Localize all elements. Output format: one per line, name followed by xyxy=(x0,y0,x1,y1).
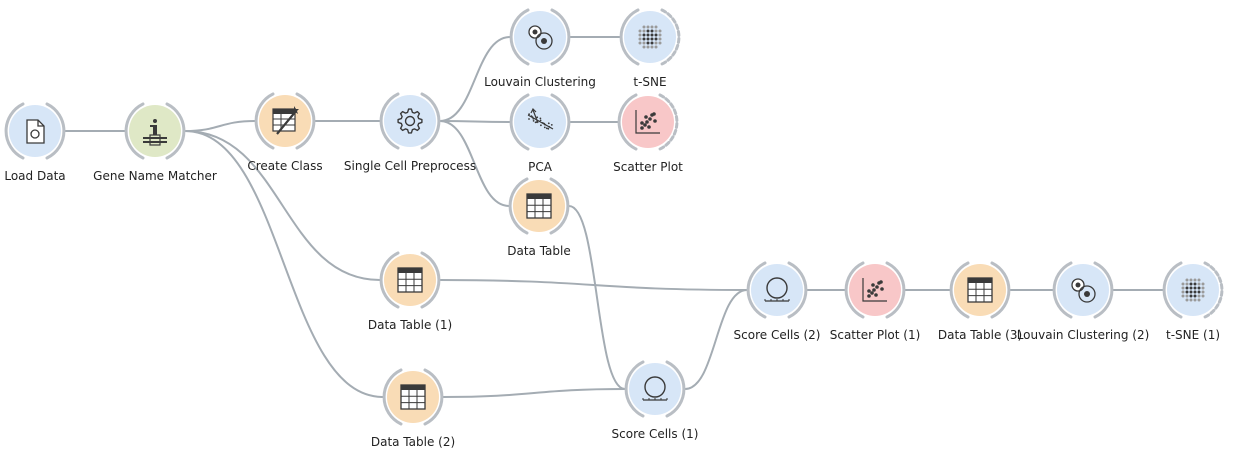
node-label: Gene Name Matcher xyxy=(93,169,217,183)
input-anchor[interactable] xyxy=(509,8,530,66)
output-anchor[interactable] xyxy=(549,177,570,235)
table-icon xyxy=(400,384,426,410)
node-label: t-SNE (1) xyxy=(1165,328,1221,342)
input-anchor[interactable] xyxy=(509,93,530,151)
create-class-icon xyxy=(272,106,299,135)
link-score_cells_1-to-score_cells_2[interactable] xyxy=(684,289,748,390)
tsne-icon xyxy=(1181,278,1205,302)
nodes-layer xyxy=(4,7,1224,427)
node-label: Single Cell Preprocess xyxy=(343,159,477,173)
input-anchor[interactable] xyxy=(508,177,529,235)
node-label: Scatter Plot xyxy=(613,160,683,174)
output-anchor[interactable] xyxy=(1203,261,1224,319)
node-label: Data Table (2) xyxy=(370,435,456,449)
output-anchor[interactable] xyxy=(787,261,808,319)
input-anchor[interactable] xyxy=(124,102,145,160)
input-anchor[interactable] xyxy=(1052,261,1073,319)
node-scatter-plot-1[interactable] xyxy=(844,260,906,320)
node-label: Data Table (1) xyxy=(367,318,453,332)
tsne-icon xyxy=(638,25,662,49)
cluster-icon xyxy=(1071,278,1096,303)
link-data_table-to-score_cells_1[interactable] xyxy=(568,205,626,390)
output-anchor[interactable] xyxy=(665,360,686,418)
output-anchor[interactable] xyxy=(423,368,444,426)
link-data_table_2-to-score_cells_1[interactable] xyxy=(442,388,626,398)
node-gene-name-matcher[interactable] xyxy=(124,101,186,161)
node-label: Louvain Clustering (2) xyxy=(1016,328,1150,342)
output-anchor[interactable] xyxy=(420,92,441,150)
scatter-icon xyxy=(862,278,887,302)
node-score-cells-1[interactable] xyxy=(624,359,686,419)
node-data-table-3[interactable] xyxy=(949,260,1011,320)
node-create-class[interactable] xyxy=(254,91,316,151)
input-anchor[interactable] xyxy=(844,261,865,319)
input-anchor[interactable] xyxy=(1162,261,1183,319)
node-label: Score Cells (2) xyxy=(733,328,821,342)
links-layer xyxy=(65,35,1163,398)
input-anchor[interactable] xyxy=(619,8,640,66)
output-anchor[interactable] xyxy=(660,8,681,66)
output-anchor[interactable] xyxy=(165,102,186,160)
node-single-cell-preprocess[interactable] xyxy=(379,91,441,151)
output-anchor[interactable] xyxy=(45,102,66,160)
node-data-table[interactable] xyxy=(508,176,570,236)
node-pca[interactable] xyxy=(509,92,571,152)
input-anchor[interactable] xyxy=(254,92,275,150)
score-icon xyxy=(642,376,668,401)
input-anchor[interactable] xyxy=(382,368,403,426)
scatter-icon xyxy=(635,110,660,134)
node-scatter-plot[interactable] xyxy=(617,92,679,152)
output-anchor[interactable] xyxy=(550,8,571,66)
output-anchor[interactable] xyxy=(885,261,906,319)
node-label: Load Data xyxy=(4,169,66,183)
node-louvain-clustering-2[interactable] xyxy=(1052,260,1114,320)
link-gene_name_matcher-to-data_table_2[interactable] xyxy=(184,130,384,398)
input-anchor[interactable] xyxy=(617,93,638,151)
node-label: PCA xyxy=(528,160,552,174)
node-data-table-1[interactable] xyxy=(379,250,441,310)
input-anchor[interactable] xyxy=(4,102,25,160)
node-tsne-1[interactable] xyxy=(1162,260,1224,320)
node-label: Scatter Plot (1) xyxy=(829,328,921,342)
output-anchor[interactable] xyxy=(550,93,571,151)
node-label: Data Table (3) xyxy=(937,328,1023,342)
link-single_cell_preprocess-to-pca[interactable] xyxy=(439,120,511,123)
node-label: Create Class xyxy=(247,159,323,173)
link-gene_name_matcher-to-create_class[interactable] xyxy=(184,120,256,132)
node-louvain-clustering[interactable] xyxy=(509,7,571,67)
node-data-table-2[interactable] xyxy=(382,367,444,427)
node-label: Score Cells (1) xyxy=(611,427,699,441)
info-icon xyxy=(143,119,167,146)
node-tsne[interactable] xyxy=(619,7,681,67)
table-icon xyxy=(967,277,993,303)
output-anchor[interactable] xyxy=(658,93,679,151)
output-anchor[interactable] xyxy=(1093,261,1114,319)
output-anchor[interactable] xyxy=(420,251,441,309)
node-label: Data Table xyxy=(507,244,571,258)
input-anchor[interactable] xyxy=(379,92,400,150)
cluster-icon xyxy=(528,25,553,50)
pca-icon xyxy=(527,107,554,130)
link-single_cell_preprocess-to-data_table[interactable] xyxy=(439,120,510,207)
input-anchor[interactable] xyxy=(746,261,767,319)
link-gene_name_matcher-to-data_table_1[interactable] xyxy=(184,130,381,281)
node-label: t-SNE xyxy=(633,75,667,89)
input-anchor[interactable] xyxy=(379,251,400,309)
input-anchor[interactable] xyxy=(949,261,970,319)
output-anchor[interactable] xyxy=(295,92,316,150)
gear-icon xyxy=(397,108,423,134)
output-anchor[interactable] xyxy=(990,261,1011,319)
node-score-cells-2[interactable] xyxy=(746,260,808,320)
table-icon xyxy=(397,267,423,293)
table-icon xyxy=(526,193,552,219)
file-icon xyxy=(26,119,45,144)
link-single_cell_preprocess-to-louvain_clustering[interactable] xyxy=(439,36,511,122)
score-icon xyxy=(764,277,790,302)
node-load-data[interactable] xyxy=(4,101,66,161)
input-anchor[interactable] xyxy=(624,360,645,418)
link-data_table_1-to-score_cells_2[interactable] xyxy=(439,279,748,291)
node-label: Louvain Clustering xyxy=(484,75,596,89)
